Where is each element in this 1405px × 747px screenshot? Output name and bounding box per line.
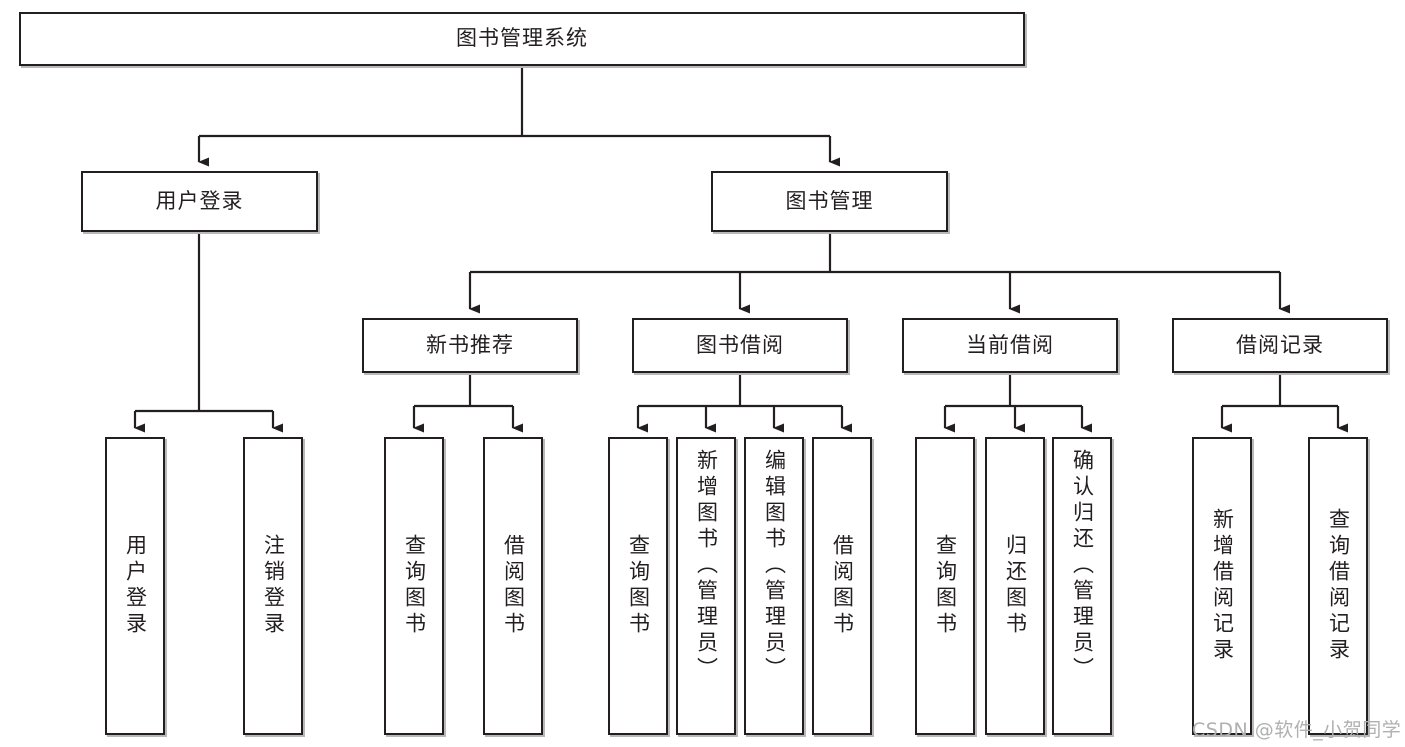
leaf-borrow-query-books[interactable]: 查询图书 xyxy=(608,437,668,735)
node-label: 借阅图书 xyxy=(830,534,855,638)
node-label: 查询图书 xyxy=(626,534,651,638)
leaf-logout[interactable]: 注销登录 xyxy=(243,437,303,735)
node-label: 图书借阅 xyxy=(696,332,784,357)
node-label: 查询借阅记录 xyxy=(1326,508,1351,664)
node-borrow-records[interactable]: 借阅记录 xyxy=(1172,318,1388,373)
node-label: 确认归还（管理员） xyxy=(1070,449,1095,683)
node-user-login[interactable]: 用户登录 xyxy=(81,171,318,232)
leaf-new-book-borrow-books[interactable]: 借阅图书 xyxy=(483,437,543,735)
node-label: 新增图书（管理员） xyxy=(694,449,719,683)
node-label: 新书推荐 xyxy=(426,332,514,357)
node-label: 用户登录 xyxy=(155,188,244,213)
leaf-records-add-record[interactable]: 新增借阅记录 xyxy=(1192,437,1252,735)
leaf-borrow-edit-book-admin[interactable]: 编辑图书（管理员） xyxy=(744,437,804,735)
node-label: 编辑图书（管理员） xyxy=(762,449,787,683)
leaf-user-login[interactable]: 用户登录 xyxy=(105,437,165,735)
leaf-records-query-record[interactable]: 查询借阅记录 xyxy=(1308,437,1368,735)
leaf-current-query-books[interactable]: 查询图书 xyxy=(915,437,975,735)
node-label: 新增借阅记录 xyxy=(1210,508,1235,664)
node-label: 图书管理系统 xyxy=(456,26,588,51)
leaf-borrow-add-book-admin[interactable]: 新增图书（管理员） xyxy=(676,437,736,735)
node-root-book-management-system[interactable]: 图书管理系统 xyxy=(19,12,1025,66)
node-book-management[interactable]: 图书管理 xyxy=(711,171,948,232)
leaf-new-book-query-books[interactable]: 查询图书 xyxy=(384,437,444,735)
node-new-book-recommend[interactable]: 新书推荐 xyxy=(362,318,578,373)
node-label: 查询图书 xyxy=(402,534,427,638)
node-label: 注销登录 xyxy=(261,534,286,638)
csdn-watermark: CSDN @软件_小贺同学 xyxy=(1192,719,1402,741)
node-label: 归还图书 xyxy=(1003,534,1028,638)
node-label: 用户登录 xyxy=(123,534,148,638)
leaf-current-confirm-return-admin[interactable]: 确认归还（管理员） xyxy=(1052,437,1112,735)
node-book-borrow[interactable]: 图书借阅 xyxy=(632,318,848,373)
node-label: 借阅记录 xyxy=(1236,332,1324,357)
node-label: 查询图书 xyxy=(933,534,958,638)
node-current-borrow[interactable]: 当前借阅 xyxy=(902,318,1118,373)
node-label: 当前借阅 xyxy=(966,332,1054,357)
leaf-borrow-borrow-books[interactable]: 借阅图书 xyxy=(812,437,872,735)
node-label: 借阅图书 xyxy=(501,534,526,638)
leaf-current-return-books[interactable]: 归还图书 xyxy=(985,437,1045,735)
node-label: 图书管理 xyxy=(785,188,874,213)
